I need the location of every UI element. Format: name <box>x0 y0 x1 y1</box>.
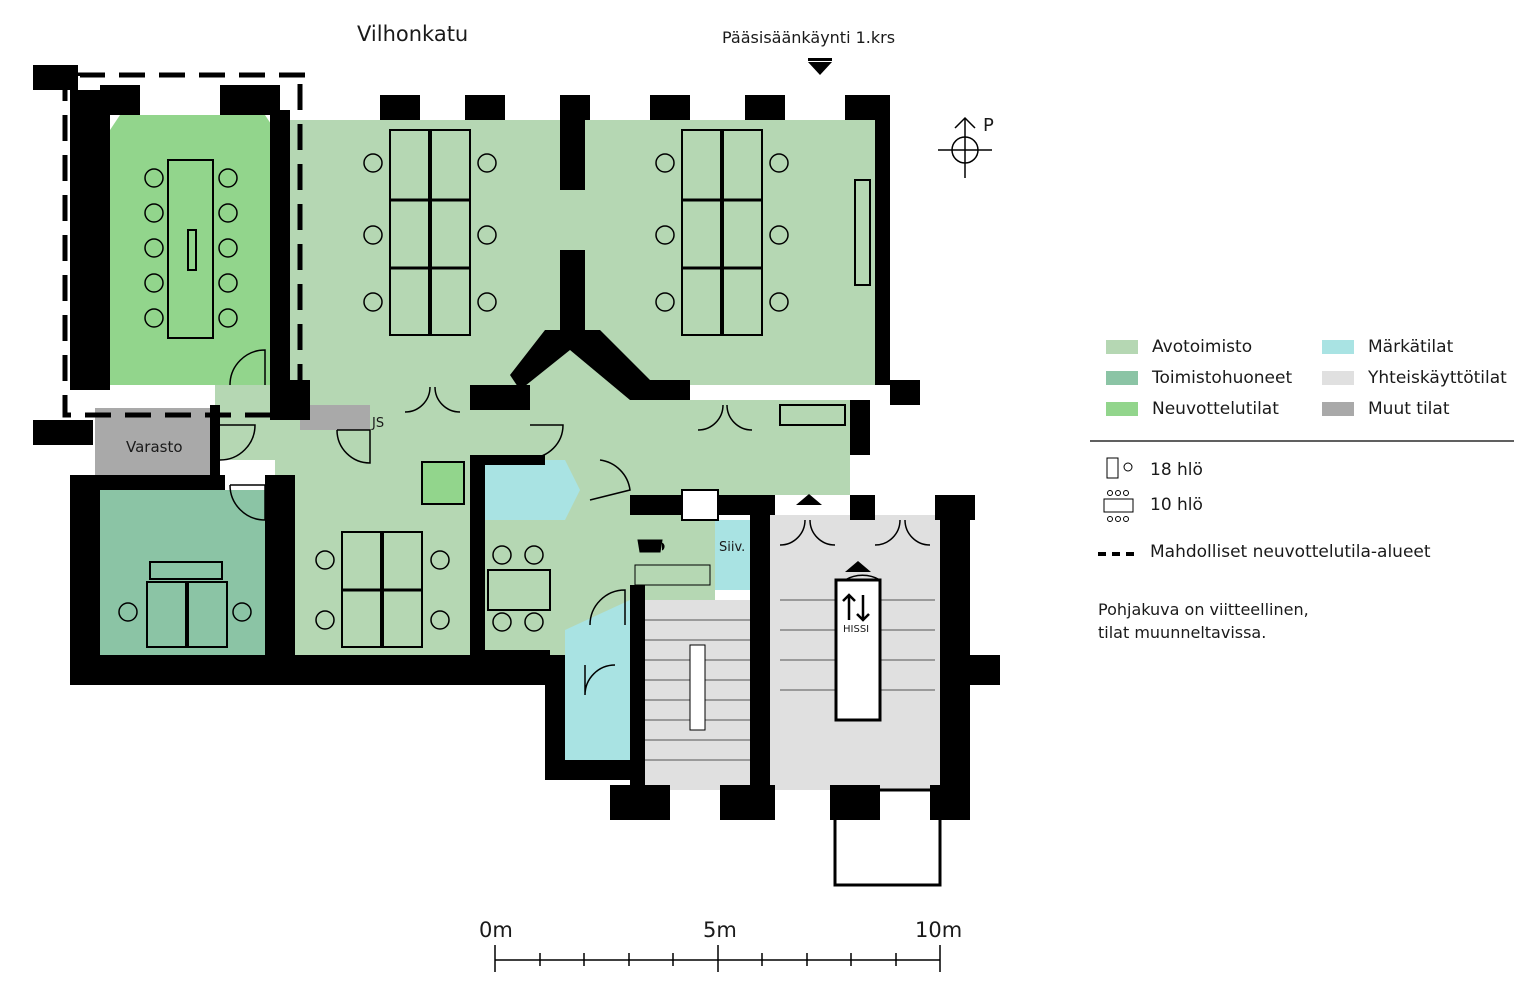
note-line-2: tilat muunneltavissa. <box>1098 623 1267 642</box>
capacity-18: 18 hlö <box>1150 460 1203 480</box>
legend-muut-tilat: Muut tilat <box>1322 399 1449 419</box>
street-name: Vilhonkatu <box>357 22 469 46</box>
appliance <box>681 489 719 521</box>
legend-markatilat: Märkätilat <box>1322 337 1453 357</box>
chairs <box>118 153 789 632</box>
stair-treads <box>645 599 935 761</box>
single-desk-icon <box>1106 457 1119 479</box>
corridor[interactable] <box>215 340 850 495</box>
entrance-marker-3 <box>845 561 871 572</box>
possible-meeting-area-outline <box>62 72 305 418</box>
desks <box>146 129 871 648</box>
doors[interactable] <box>219 349 931 696</box>
capacity-10: 10 hlö <box>1150 495 1203 515</box>
scale-label-0: 0m <box>479 918 513 942</box>
table-10-icon <box>1103 490 1134 522</box>
js-room <box>300 405 370 430</box>
elevator-label: HISSI <box>843 624 870 635</box>
main-entrance-label: Pääsisäänkäynti 1.krs <box>722 28 896 47</box>
wc-2[interactable] <box>565 600 630 760</box>
cleaning-room[interactable] <box>715 520 750 590</box>
north-label: P <box>983 115 994 136</box>
wc-1[interactable] <box>485 460 580 520</box>
storage-room[interactable] <box>95 408 213 475</box>
main-entrance-marker <box>808 62 832 75</box>
balcony <box>833 788 942 887</box>
north-arrow-icon <box>938 116 992 178</box>
walls <box>33 65 1000 820</box>
js-label: JS <box>372 416 385 431</box>
legend-neuvottelutilat: Neuvottelutilat <box>1106 399 1279 419</box>
legend-yhteiskayttotilat: Yhteiskäyttötilat <box>1322 368 1507 388</box>
legend-toimistohuoneet: Toimistohuoneet <box>1106 368 1292 388</box>
elevator-arrows-icon <box>842 593 870 622</box>
entrance-marker-2 <box>796 494 822 505</box>
storage-label: Varasto <box>126 438 183 456</box>
note-line-1: Pohjakuva on viitteellinen, <box>1098 600 1309 619</box>
meeting-room[interactable] <box>110 115 275 385</box>
legend-avotoimisto: Avotoimisto <box>1106 337 1252 357</box>
elevator[interactable] <box>834 578 882 722</box>
scale-label-10: 10m <box>915 918 963 942</box>
cleaning-room-label: Siiv. <box>719 540 746 555</box>
dashed-legend-label: Mahdolliset neuvottelutila-alueet <box>1150 542 1431 562</box>
scale-bar <box>494 945 941 972</box>
kitchen-counter <box>634 564 711 586</box>
coffee-icon <box>637 539 665 553</box>
scale-label-5: 5m <box>703 918 737 942</box>
